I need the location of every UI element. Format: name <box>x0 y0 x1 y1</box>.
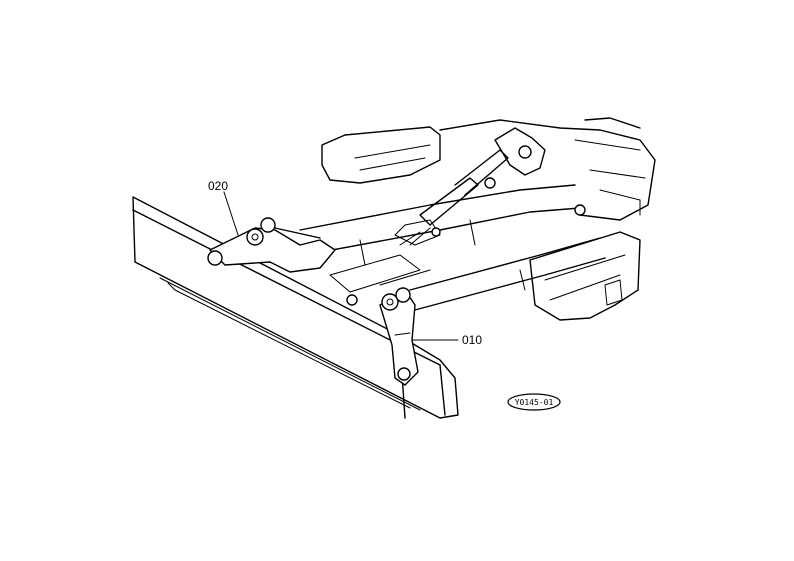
tractor-frame <box>299 117 656 311</box>
right-lift-arm <box>346 287 419 386</box>
left-lift-arm <box>207 217 336 273</box>
figure-reference-badge: Y0145-01 <box>507 393 561 411</box>
right-side-step <box>529 204 641 321</box>
figure-reference-text: Y0145-01 <box>515 398 554 407</box>
hydraulic-cylinder <box>394 127 546 246</box>
callout-010: 010 <box>462 333 482 347</box>
callout-020: 020 <box>208 179 228 193</box>
leader-line-020 <box>223 191 239 236</box>
